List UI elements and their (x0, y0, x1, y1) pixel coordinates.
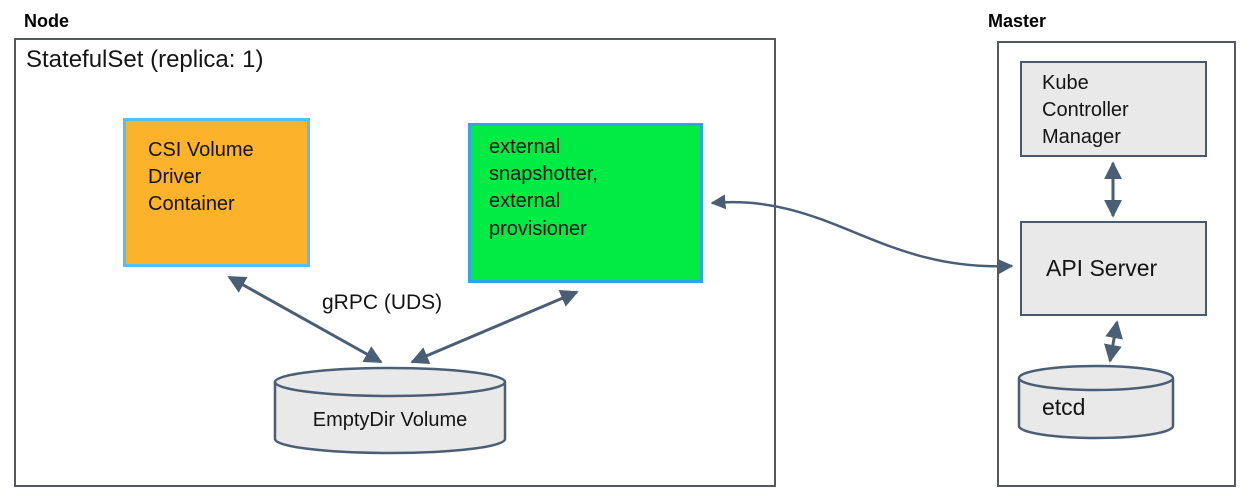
csi-box-line: Container (148, 193, 235, 216)
emptydir-volume-label: EmptyDir Volume (312, 409, 468, 431)
external-snapshotter-provisioner-box: external snapshotter, external provision… (468, 123, 703, 283)
node-title: Node (24, 11, 69, 31)
external-box-line: snapshotter, (489, 163, 598, 186)
master-title: Master (988, 11, 1047, 31)
kcm-box-line: Controller (1042, 99, 1129, 121)
kube-controller-manager-box: Kube Controller Manager (1020, 61, 1207, 157)
api-server-label: API Server (1046, 254, 1158, 281)
csi-volume-driver-container-box: CSI Volume Driver Container (123, 118, 310, 267)
etcd-label: etcd (1042, 394, 1086, 420)
kcm-box-line: Manager (1042, 126, 1121, 148)
csi-box-line: Driver (148, 166, 202, 189)
grpc-uds-label: gRPC (UDS) (322, 291, 443, 314)
api-server-box: API Server (1020, 221, 1207, 316)
csi-box-line: CSI Volume (148, 139, 254, 161)
external-box-line: external (489, 190, 561, 213)
external-box-line: external (489, 136, 561, 158)
external-box-line: provisioner (489, 217, 587, 240)
kcm-box-line: Kube (1042, 72, 1089, 94)
statefulset-label: StatefulSet (replica: 1) (26, 46, 264, 73)
